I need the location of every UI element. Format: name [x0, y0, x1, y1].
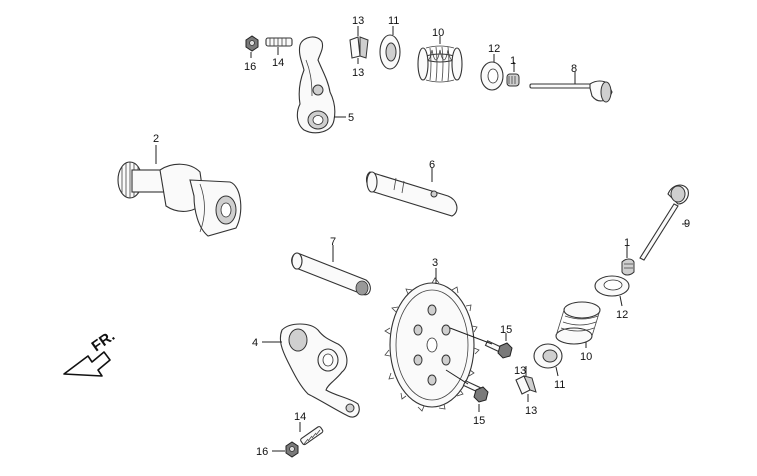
- callout-13-top-b: 13: [352, 67, 364, 79]
- callout-15-a: 15: [500, 324, 512, 336]
- part-7-pin: [291, 252, 371, 296]
- part-2-camshaft: [117, 161, 242, 237]
- callout-10-top: 10: [432, 27, 444, 39]
- part-3-sprocket: [384, 277, 480, 412]
- callout-13-bot-a: 13: [514, 365, 526, 377]
- callout-11-mid: 11: [554, 379, 565, 391]
- callout-7: 7: [330, 236, 336, 248]
- leader-12-mid: [619, 295, 623, 307]
- part-16-nut-top: [245, 35, 259, 52]
- part-12-seat-top: [480, 61, 504, 91]
- part-10-spring-top: [417, 45, 463, 83]
- part-8-valve: [529, 80, 613, 103]
- callout-6: 6: [429, 159, 435, 171]
- leader-11-mid: [555, 366, 559, 377]
- callout-15-b: 15: [473, 415, 485, 427]
- callout-8: 8: [571, 63, 577, 75]
- part-1-seal-top: [506, 73, 520, 87]
- leader-sprocket-bolt-a: [449, 327, 493, 345]
- part-1-seal-mid: [621, 258, 635, 276]
- part-10-spring-mid: [555, 301, 601, 345]
- leader-sprocket-bolt-b: [445, 369, 469, 385]
- part-9-valve: [639, 184, 689, 261]
- part-11-retainer-top: [379, 34, 401, 70]
- callout-1-top: 1: [510, 55, 516, 67]
- part-13-cotters-bottom: [515, 375, 537, 395]
- front-direction-arrow: [63, 351, 111, 377]
- callout-12-mid: 12: [616, 309, 628, 321]
- callout-11-top: 11: [388, 15, 399, 27]
- part-5-rocker-arm: [296, 36, 336, 134]
- callout-2: 2: [153, 133, 159, 145]
- callout-9: 9: [684, 218, 690, 230]
- callout-12-top: 12: [488, 43, 500, 55]
- callout-10-mid: 10: [580, 351, 592, 363]
- callout-4: 4: [252, 337, 258, 349]
- callout-1-mid: 1: [624, 237, 630, 249]
- front-direction-label: FR.: [89, 327, 119, 355]
- part-4-rocker-arm: [279, 323, 360, 418]
- callout-14-top: 14: [272, 57, 284, 69]
- callout-13-top-a: 13: [352, 15, 364, 27]
- callout-14-bottom: 14: [294, 411, 306, 423]
- part-11-retainer-mid: [533, 343, 563, 369]
- callout-3: 3: [432, 257, 438, 269]
- part-13-cotters-top: [349, 36, 369, 59]
- part-6-rocker-shaft: [365, 171, 458, 217]
- callout-16-top: 16: [244, 61, 256, 73]
- part-14-stud-bottom: [300, 426, 324, 446]
- part-14-stud-top: [265, 37, 293, 47]
- callout-13-bot-b: 13: [525, 405, 537, 417]
- callout-16-bottom: 16: [256, 446, 268, 458]
- part-16-nut-bottom: [285, 441, 299, 458]
- part-12-seat-mid: [594, 275, 630, 297]
- callout-5: 5: [348, 112, 354, 124]
